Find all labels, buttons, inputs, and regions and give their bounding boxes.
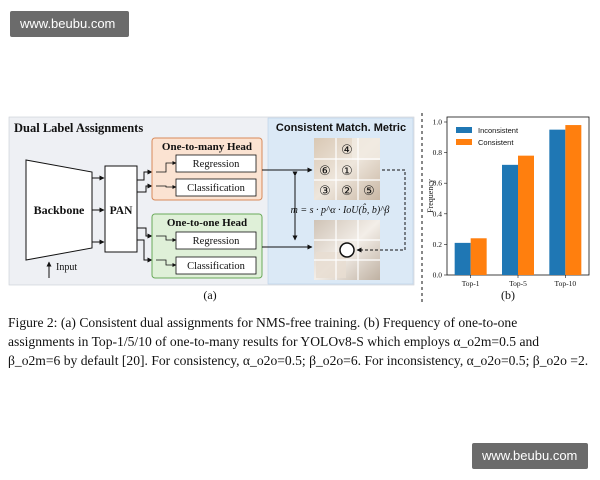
diagram-a: Dual Label Assignments Consistent Match.…	[8, 116, 415, 302]
legend-label: Inconsistent	[478, 126, 519, 135]
o2m-assignment-image: ④ ⑥ ① ③ ② ⑤	[314, 138, 380, 200]
selected-anchor-circle	[339, 242, 355, 258]
watermark-top: www.beubu.com	[10, 11, 129, 37]
match-rank-circle: ③	[319, 184, 331, 199]
y-tick-label: 1.0	[433, 118, 443, 127]
diagram-title: Dual Label Assignments	[14, 121, 143, 135]
y-tick-label: 0.6	[433, 179, 443, 188]
backbone-label: Backbone	[34, 203, 85, 217]
bar-inconsistent-top-10	[549, 129, 566, 275]
figure: Dual Label Assignments Consistent Match.…	[8, 113, 590, 304]
o2o-assignment-image	[314, 220, 380, 280]
chart-ylabel: Frequency	[426, 179, 435, 213]
panel-a-label: (a)	[203, 288, 216, 302]
bar-consistent-top-10	[565, 125, 582, 275]
chart-bars	[454, 125, 582, 275]
o2o-head-label: One-to-one Head	[167, 217, 247, 229]
match-rank-circle: ②	[341, 184, 353, 199]
legend-swatch	[456, 127, 472, 133]
input-label: Input	[56, 262, 77, 273]
o2o-regression-label: Regression	[193, 236, 240, 247]
bar-consistent-top-1	[470, 238, 487, 275]
consistency-dashed-arrow	[356, 169, 406, 253]
x-tick-label: Top-1	[462, 279, 480, 288]
legend-label: Consistent	[478, 138, 514, 147]
y-tick-label: 0.0	[433, 271, 443, 280]
bar-inconsistent-top-5	[502, 164, 518, 275]
bar-inconsistent-top-1	[454, 242, 471, 275]
match-rank-circle: ⑥	[319, 164, 331, 179]
o2o-classification-label: Classification	[187, 261, 245, 272]
match-rank-circle: ①	[341, 164, 353, 179]
x-tick-label: Top-10	[555, 279, 577, 288]
match-rank-circle: ④	[341, 143, 353, 158]
o2m-classification-label: Classification	[187, 183, 245, 194]
pan-label: PAN	[110, 205, 133, 217]
watermark-bottom: www.beubu.com	[472, 443, 588, 469]
x-tick-label: Top-5	[509, 279, 527, 288]
metric-title: Consistent Match. Metric	[276, 122, 406, 134]
caption-line: Figure 2: (a) Consistent dual assignment…	[8, 315, 518, 330]
caption-line: assignments in Top-1/5/10 of one-to-many…	[8, 334, 540, 349]
y-tick-label: 0.8	[433, 148, 443, 157]
y-tick-label: 0.4	[433, 209, 443, 218]
backbone-block	[25, 159, 93, 261]
panel-b-label: (b)	[501, 288, 515, 302]
figure-caption: Figure 2: (a) Consistent dual assignment…	[8, 313, 592, 370]
chart-xticks: Top-1 Top-5 Top-10	[462, 275, 577, 288]
o2m-regression-label: Regression	[193, 159, 240, 170]
chart-yticks: 0.0 0.2 0.4 0.6 0.8 1.0	[433, 118, 447, 280]
y-tick-label: 0.2	[433, 240, 443, 249]
match-rank-circle: ⑤	[363, 184, 375, 199]
pan-block	[104, 165, 138, 253]
caption-line: β_o2m=6 by default [20]. For consistency…	[8, 353, 589, 368]
legend-swatch	[456, 139, 472, 145]
matching-metric-formula: m = s · p^α · IoU(b̂, b)^β	[291, 203, 390, 216]
o2m-head-label: One-to-many Head	[162, 141, 252, 153]
bar-consistent-top-5	[518, 155, 534, 275]
